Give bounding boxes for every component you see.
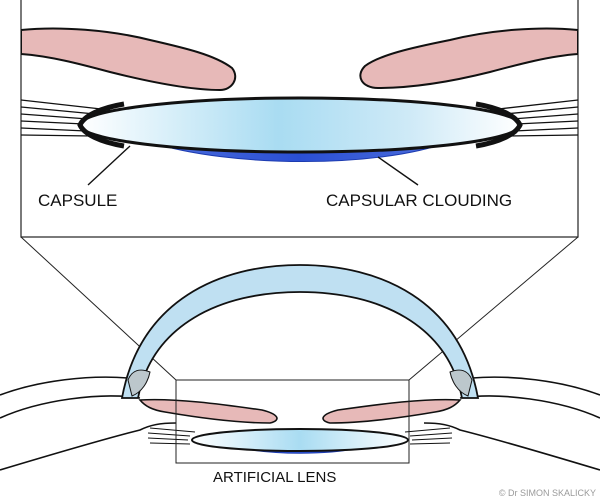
capsule-label: CAPSULE (38, 191, 117, 210)
capsule-leader-line (87, 145, 131, 186)
artificial-lens-label: ARTIFICIAL LENS (213, 469, 336, 486)
clouding-leader-line (377, 156, 419, 186)
artificial-lens-small (191, 428, 409, 452)
limbus-right (449, 369, 473, 397)
inset-capsule-right (475, 101, 523, 149)
zoom-box (175, 379, 410, 464)
inset-iris-left (21, 27, 237, 92)
eye-outline-lines (0, 376, 600, 471)
inset-zonules-left (21, 99, 111, 137)
credit-text: © Dr SIMON SKALICKY (499, 488, 596, 498)
zoom-projection-lines (20, 236, 579, 381)
inset-zonules-right (489, 99, 578, 137)
zonules-left (147, 427, 196, 445)
limbus-left (127, 369, 151, 397)
inset-panel: CAPSULE CAPSULAR CLOUDING (20, 0, 579, 238)
iris-left (138, 398, 278, 424)
inset-artificial-lens (78, 96, 522, 154)
inset-iris-right (359, 27, 578, 90)
zonules-right (404, 427, 453, 445)
cornea (120, 264, 480, 399)
inset-capsule-left (77, 101, 125, 149)
iris-right (322, 398, 462, 424)
main-eye-view: ARTIFICIAL LENS © Dr SIMON SKALICKY (0, 264, 600, 498)
capsular-clouding-label: CAPSULAR CLOUDING (326, 191, 512, 210)
